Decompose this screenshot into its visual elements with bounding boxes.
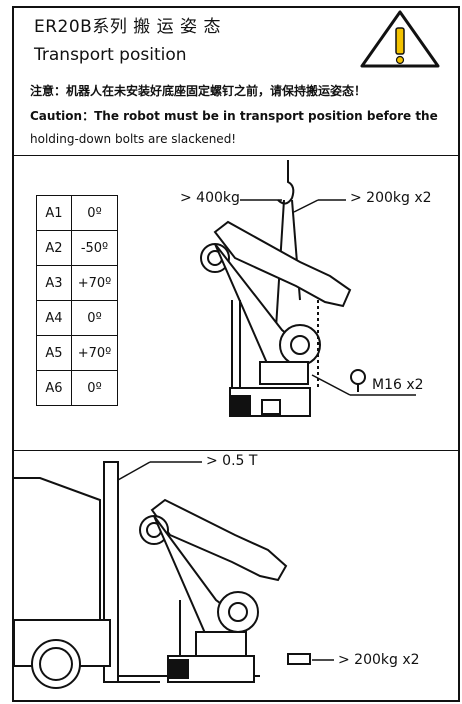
warning-triangle-icon bbox=[360, 10, 440, 68]
robot-forklift-drawing bbox=[13, 461, 334, 689]
axis-label: A4 bbox=[36, 300, 72, 336]
table-row: A5+70º bbox=[36, 335, 118, 371]
sheet-border bbox=[12, 6, 460, 702]
axis-angle: 0º bbox=[71, 300, 118, 336]
caution-text-chinese: 注意：机器人在未安装好底座固定螺钉之前，请保持搬运姿态！ bbox=[30, 84, 367, 98]
title-chinese: ER20B系列 搬 运 姿 态 bbox=[34, 17, 221, 37]
axis-angle: +70º bbox=[71, 265, 118, 301]
fork-load-callout: > 200kg x2 bbox=[338, 652, 420, 668]
axis-label: A1 bbox=[36, 195, 72, 231]
sling-load-callout: > 200kg x2 bbox=[350, 190, 432, 206]
axis-label: A5 bbox=[36, 335, 72, 371]
axis-angle: 0º bbox=[71, 195, 118, 231]
divider-top bbox=[12, 155, 460, 156]
axis-label: A6 bbox=[36, 370, 72, 406]
table-row: A2-50º bbox=[36, 230, 118, 266]
axis-angle: +70º bbox=[71, 335, 118, 371]
robot-crane-lift-drawing bbox=[200, 160, 416, 417]
axis-angle: -50º bbox=[71, 230, 118, 266]
axis-label: A2 bbox=[36, 230, 72, 266]
caution-text-english-line2: holding-down bolts are slackened! bbox=[30, 132, 237, 146]
caution-text-english-line1: Caution：The robot must be in transport p… bbox=[30, 109, 438, 123]
hook-load-callout: > 400kg bbox=[180, 190, 240, 206]
forklift-capacity-callout: > 0.5 T bbox=[206, 453, 258, 469]
table-row: A3+70º bbox=[36, 265, 118, 301]
axis-label: A3 bbox=[36, 265, 72, 301]
divider-middle bbox=[12, 450, 460, 451]
axis-angle: 0º bbox=[71, 370, 118, 406]
crane-hook-icon bbox=[277, 170, 295, 205]
eyebolt-callout: M16 x2 bbox=[372, 377, 424, 393]
title-english: Transport position bbox=[34, 45, 187, 65]
